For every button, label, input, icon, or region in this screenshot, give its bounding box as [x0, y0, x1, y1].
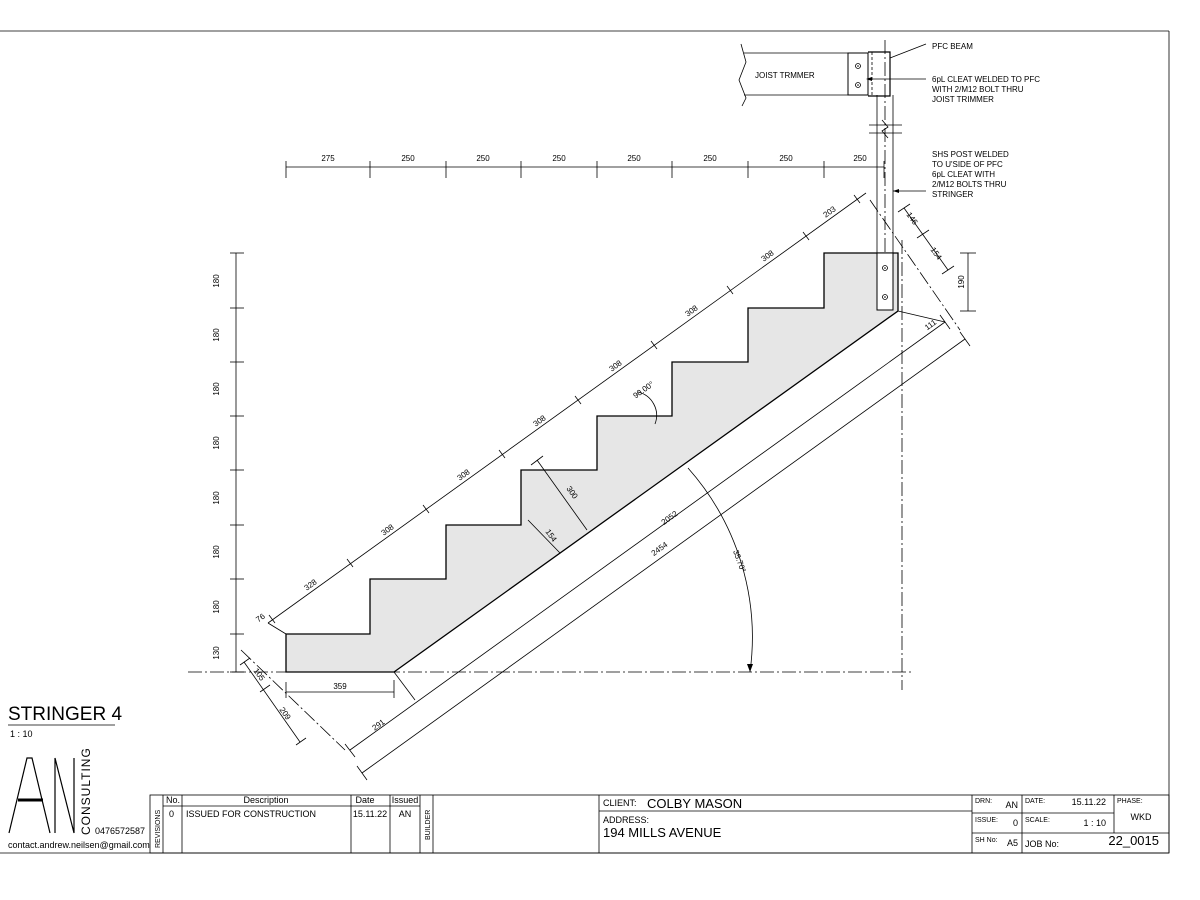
phase-value: WKD [1131, 812, 1152, 822]
notes: PFC BEAM 6pL CLEAT WELDED TO PFC WITH 2/… [932, 42, 1040, 199]
issue-value: 0 [1013, 818, 1018, 828]
dim-top-5: 250 [627, 154, 641, 163]
builder-label: BUILDER [425, 810, 432, 840]
dim-left-7: 180 [212, 600, 221, 614]
dim-slope-7: 308 [683, 303, 700, 318]
dim-2454: 2454 [650, 540, 670, 558]
shs-post-plate [876, 252, 894, 311]
header-date: Date [355, 795, 374, 805]
client-name: COLBY MASON [647, 796, 742, 811]
dim-190-group: 190 [957, 252, 976, 312]
dim-slope-8: 308 [759, 248, 776, 263]
dim-left-8: 130 [212, 646, 221, 660]
company-logo: CONSULTING 0476572587 contact.andrew.nei… [8, 747, 150, 850]
dim-slope-2: 328 [302, 577, 319, 592]
dim-slope-9: 203 [821, 204, 838, 219]
dim-slope-4: 308 [455, 467, 472, 482]
dim-209: 209 [277, 705, 292, 722]
dim-left-1: 180 [212, 274, 221, 288]
dim-top-8: 250 [853, 154, 867, 163]
job-label: JOB No: [1025, 839, 1059, 849]
pfc-beam [847, 51, 891, 97]
title-block: REVISIONS BUILDER No. Description Date I… [149, 794, 1170, 854]
header-description: Description [243, 795, 288, 805]
sheet-value: A5 [1007, 838, 1018, 848]
note-pfc-beam: PFC BEAM [932, 42, 973, 51]
dim-359-group: 359 [285, 680, 395, 698]
date-value: 15.11.22 [1072, 797, 1106, 807]
top-dimension-chain: 275 250 250 250 250 250 250 250 [285, 154, 885, 178]
company-email: contact.andrew.neilsen@gmail.com [8, 840, 150, 850]
dim-2052: 2052 [660, 509, 680, 527]
dim-slope-6: 308 [607, 358, 624, 373]
phase-label: PHASE: [1117, 798, 1143, 805]
stringer-body [285, 252, 899, 673]
drawing-title: STRINGER 4 [8, 704, 122, 725]
note-shs-line-1: SHS POST WELDED [932, 150, 1009, 159]
drn-label: DRN: [975, 798, 992, 805]
angle-35: 35.70° [731, 549, 747, 574]
dim-190: 190 [957, 275, 966, 289]
joist-trimmer: JOIST TRMMER [738, 43, 848, 107]
revisions-label: REVISIONS [155, 810, 162, 848]
note-shs-line-4: 2/M12 BOLTS THRU [932, 180, 1007, 189]
drawing-scale: 1 : 10 [10, 729, 33, 739]
sheet-label: SH No: [975, 837, 998, 844]
drawing-title-group: STRINGER 4 1 : 10 [8, 704, 122, 739]
note-shs-line-2: TO U'SIDE OF PFC [932, 160, 1003, 169]
dim-291: 291 [370, 717, 387, 732]
revision-description: ISSUED FOR CONSTRUCTION [186, 809, 316, 819]
dim-left-2: 180 [212, 328, 221, 342]
client-label: CLIENT: [603, 798, 637, 808]
dim-291-group: 291 [370, 671, 416, 733]
dim-slope-1: 76 [254, 611, 267, 624]
dim-left-4: 180 [212, 436, 221, 450]
left-dimension-chain: 180 180 180 180 180 180 180 130 [212, 252, 244, 673]
revision-issued: AN [399, 809, 412, 819]
top-right-dims: 146 154 [897, 203, 955, 275]
issue-label: ISSUE: [975, 817, 998, 824]
address-value: 194 MILLS AVENUE [603, 825, 722, 840]
dim-top-3: 250 [476, 154, 490, 163]
dim-left-5: 180 [212, 491, 221, 505]
dim-359: 359 [333, 682, 347, 691]
dim-slope-5: 308 [531, 413, 548, 428]
dim-146: 146 [904, 210, 919, 227]
note-cleat-line-2: WITH 2/M12 BOLT THRU [932, 85, 1024, 94]
header-no: No. [166, 795, 180, 805]
joist-trimmer-label: JOIST TRMMER [755, 71, 815, 80]
dim-top-4: 250 [552, 154, 566, 163]
note-shs-line-5: STRINGER [932, 190, 974, 199]
dim-left-3: 180 [212, 382, 221, 396]
dim-left-6: 180 [212, 545, 221, 559]
angle-90: 90.00° [631, 380, 655, 401]
center-lines [188, 199, 961, 751]
company-phone: 0476572587 [95, 826, 145, 836]
note-cleat-line-3: JOIST TRIMMER [932, 95, 994, 104]
note-cleat-line-1: 6pL CLEAT WELDED TO PFC [932, 75, 1040, 84]
dim-top-1: 275 [321, 154, 335, 163]
revision-no: 0 [169, 809, 174, 819]
drn-value: AN [1005, 800, 1018, 810]
dim-top-7: 250 [779, 154, 793, 163]
address-label: ADDRESS: [603, 815, 649, 825]
logo-word: CONSULTING [79, 747, 93, 835]
dim-top-6: 250 [703, 154, 717, 163]
dim-154-top: 154 [928, 245, 943, 262]
bottom-slope-dims: 111 2052 2454 [344, 310, 971, 781]
dim-105: 105 [251, 666, 266, 683]
shs-post-lines [869, 40, 902, 253]
date-label: DATE: [1025, 798, 1045, 805]
dim-top-2: 250 [401, 154, 415, 163]
note-leaders [866, 43, 927, 193]
dim-slope-3: 308 [379, 522, 396, 537]
slope-dimension-chain: 76 328 308 308 308 308 308 308 203 [254, 192, 867, 635]
header-issued: Issued [392, 795, 419, 805]
note-shs-line-3: 6pL CLEAT WITH [932, 170, 995, 179]
scale-value: 1 : 10 [1083, 818, 1106, 828]
job-value: 22_0015 [1108, 833, 1159, 848]
scale-label: SCALE: [1025, 817, 1050, 824]
revision-date: 15.11.22 [353, 809, 387, 819]
